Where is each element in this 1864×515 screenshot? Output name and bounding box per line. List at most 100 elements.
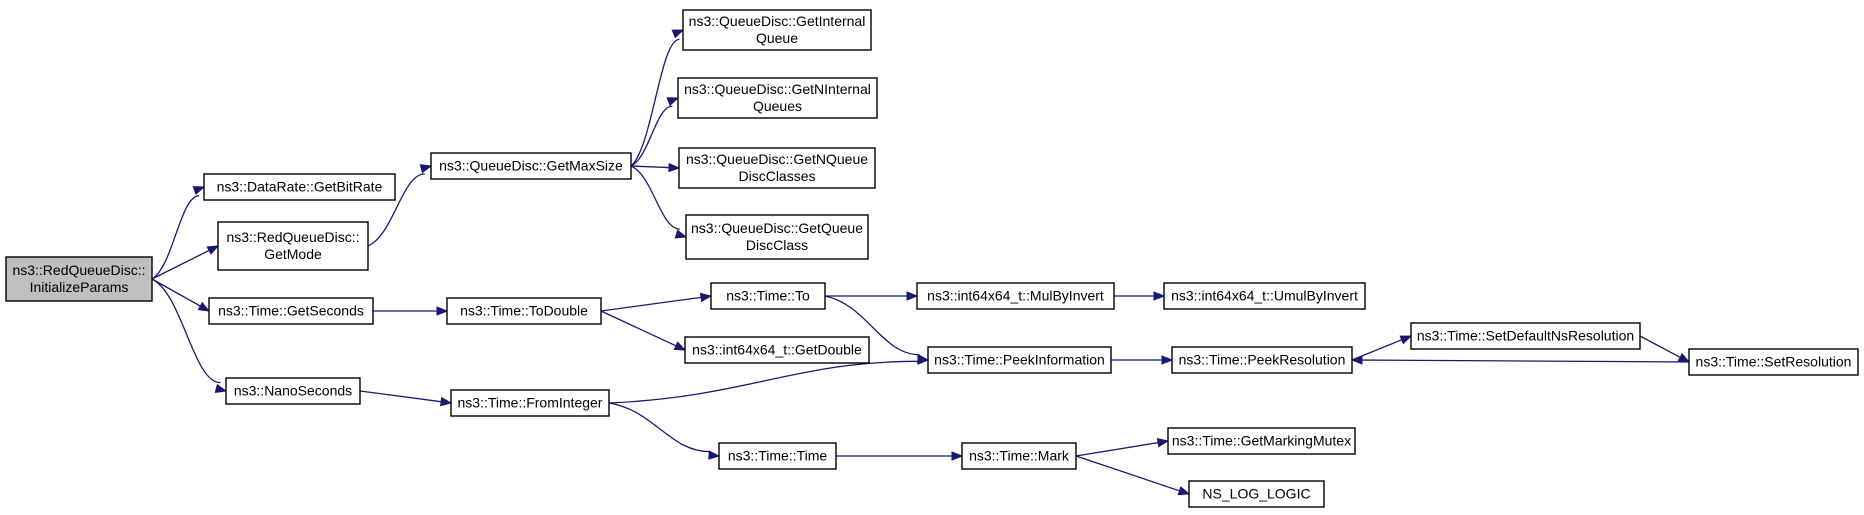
node-peekresolution[interactable]: ns3::Time::PeekResolution (1171, 346, 1353, 374)
node-box (961, 442, 1077, 470)
node-label: ns3::Time::Time (728, 448, 828, 464)
edge-arrowhead (1156, 438, 1170, 448)
node-label: ns3::int64x64_t::MulByInvert (927, 288, 1104, 304)
node-peekinformation[interactable]: ns3::Time::PeekInformation (927, 346, 1112, 374)
node-label: InitializeParams (30, 279, 129, 295)
node-bitrate[interactable]: ns3::DataRate::GetBitRate (203, 173, 396, 201)
node-label: ns3::Time::FromInteger (458, 395, 603, 411)
node-box (685, 214, 869, 260)
node-getseconds[interactable]: ns3::Time::GetSeconds (208, 297, 374, 325)
node-box (1171, 346, 1353, 374)
edge-root-to-getmode (151, 245, 220, 280)
edge-arrowhead (206, 245, 220, 255)
node-box (1410, 322, 1641, 350)
edge-getseconds-to-todouble (373, 306, 449, 316)
node-nsloglogic[interactable]: NS_LOG_LOGIC (1188, 480, 1325, 508)
edge-setdefaultnsresolution-to-setresolution (1639, 335, 1691, 363)
node-label: ns3::int64x64_t::UmulByInvert (1171, 288, 1358, 304)
node-getdouble[interactable]: ns3::int64x64_t::GetDouble (684, 336, 870, 364)
edge-mark-to-getmarkingmutex (1075, 438, 1170, 457)
edge-line (359, 390, 442, 403)
edge-arrowhead (674, 229, 688, 239)
edge-root-to-bitrate (151, 186, 206, 280)
edge-line (1075, 441, 1159, 457)
node-label: ns3::QueueDisc::GetQueue (691, 220, 863, 236)
node-root[interactable]: ns3::RedQueueDisc::InitializeParams (5, 256, 153, 302)
node-box (208, 297, 374, 325)
edge-line (630, 165, 670, 169)
edge-arrowhead (668, 162, 681, 173)
node-label: ns3::Time::SetDefaultNsResolution (1417, 328, 1634, 344)
node-box (1163, 282, 1366, 310)
node-box (203, 173, 396, 201)
node-label: Queue (756, 30, 798, 46)
edge-arrowhead (192, 186, 206, 196)
edge-line (151, 278, 201, 307)
edge-arrowhead (1177, 486, 1191, 496)
edge-arrowhead (917, 355, 930, 365)
edge-frominteger-to-time (608, 402, 721, 460)
node-nanoseconds[interactable]: ns3::NanoSeconds (225, 377, 361, 405)
edge-line (630, 165, 680, 230)
edge-line (600, 296, 702, 312)
edge-arrowhead (671, 29, 685, 39)
edge-getmaxsize-to-getninternalqueues (630, 97, 680, 167)
edge-arrowhead (439, 396, 453, 407)
node-mulbyinvert[interactable]: ns3::int64x64_t::MulByInvert (916, 282, 1115, 310)
nodes-layer: ns3::RedQueueDisc::InitializeParamsns3::… (5, 9, 1859, 508)
edge-line (1075, 455, 1180, 492)
edge-peekinformation-to-peekresolution (1111, 355, 1174, 365)
node-time[interactable]: ns3::Time::Time (718, 442, 837, 470)
node-mark[interactable]: ns3::Time::Mark (961, 442, 1077, 470)
node-getmaxsize[interactable]: ns3::QueueDisc::GetMaxSize (430, 152, 632, 180)
edge-line (630, 105, 673, 167)
edge-line (600, 310, 677, 347)
node-getmode[interactable]: ns3::RedQueueDisc::GetMode (217, 221, 369, 271)
node-label: DiscClass (746, 237, 808, 253)
edge-arrowhead (708, 450, 721, 460)
edge-setresolution-to-peekresolution (1350, 355, 1690, 365)
node-label: ns3::RedQueueDisc:: (12, 262, 145, 278)
node-setdefaultnsresolution[interactable]: ns3::Time::SetDefaultNsResolution (1410, 322, 1641, 350)
edge-arrowhead (197, 301, 211, 312)
node-setresolution[interactable]: ns3::Time::SetResolution (1688, 348, 1859, 376)
edge-line (630, 38, 680, 167)
node-box (5, 256, 153, 302)
node-label: ns3::Time::To (726, 288, 810, 304)
edge-arrowhead (666, 97, 680, 107)
node-label: GetMode (264, 246, 322, 262)
node-label: ns3::QueueDisc::GetNQueue (686, 151, 868, 167)
node-getmarkingmutex[interactable]: ns3::Time::GetMarkingMutex (1167, 427, 1356, 455)
node-label: ns3::Time::SetResolution (1696, 354, 1852, 370)
edge-arrowhead (1399, 335, 1413, 345)
node-frominteger[interactable]: ns3::Time::FromInteger (450, 389, 610, 417)
edge-time-to-mark (836, 451, 964, 461)
node-label: NS_LOG_LOGIC (1202, 486, 1310, 502)
node-label: ns3::NanoSeconds (234, 383, 352, 399)
node-to[interactable]: ns3::Time::To (710, 282, 826, 310)
edge-line (151, 278, 221, 384)
edge-root-to-nanoseconds (151, 278, 228, 394)
edge-to-to-mulbyinvert (825, 291, 919, 301)
node-box (446, 297, 602, 325)
node-box (225, 377, 361, 405)
edge-line (367, 173, 425, 247)
node-label: ns3::Time::PeekResolution (1179, 352, 1346, 368)
node-label: Queues (753, 98, 802, 114)
edge-arrowhead (1350, 355, 1363, 365)
edge-arrowhead (419, 164, 433, 174)
edge-line (608, 402, 710, 453)
node-box (927, 346, 1112, 374)
node-label: ns3::int64x64_t::GetDouble (692, 342, 862, 358)
edge-arrowhead (1677, 352, 1691, 363)
node-todouble[interactable]: ns3::Time::ToDouble (446, 297, 602, 325)
node-label: ns3::QueueDisc::GetInternal (689, 13, 866, 29)
edge-arrowhead (906, 291, 919, 301)
node-umulbyinvert[interactable]: ns3::int64x64_t::UmulByInvert (1163, 282, 1366, 310)
edge-line (608, 360, 919, 404)
